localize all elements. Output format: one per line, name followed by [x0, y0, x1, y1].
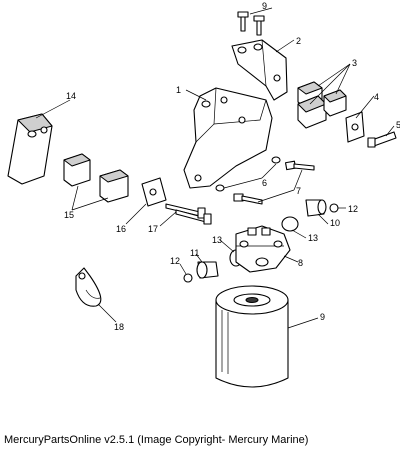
callout-12-lower: 12	[170, 256, 180, 266]
callout-5: 5	[396, 120, 400, 130]
part-8-filter-head[interactable]	[235, 225, 291, 273]
part-2-upper-bracket[interactable]	[231, 39, 288, 101]
callout-9: 9	[320, 312, 325, 322]
callout-13-upper: 13	[308, 233, 318, 243]
part-12-o-rings[interactable]	[183, 203, 339, 283]
callout-1: 1	[176, 85, 181, 95]
callout-2: 2	[296, 36, 301, 46]
part-17-bolts[interactable]	[165, 203, 212, 225]
part-5-bolt[interactable]	[367, 131, 397, 148]
part-18-clamp[interactable]	[75, 267, 102, 307]
part-4-plate[interactable]	[345, 111, 365, 143]
part-1-main-bracket[interactable]	[183, 87, 273, 189]
part-15-isolator-blocks[interactable]	[63, 153, 129, 203]
callout-6: 6	[262, 178, 267, 188]
callout-10: 9	[262, 1, 267, 11]
callout-18: 18	[114, 322, 124, 332]
callout-numbers: 9 2 3 4 5 1 6 7 12 10 13 13 8 11 12 9 14…	[64, 1, 400, 332]
copyright-footer: MercuryPartsOnline v2.5.1 (Image Copyrig…	[4, 434, 309, 446]
callout-17: 17	[148, 224, 158, 234]
callout-12-upper: 12	[348, 204, 358, 214]
part-9-filter-canister[interactable]	[215, 285, 289, 388]
callout-16: 16	[116, 224, 126, 234]
callout-7: 7	[296, 186, 301, 196]
callout-11-upper: 10	[330, 218, 340, 228]
callout-8: 8	[298, 258, 303, 268]
callout-3: 3	[352, 58, 357, 68]
callout-4: 4	[374, 92, 379, 102]
callout-13-lower: 13	[212, 235, 222, 245]
callout-14: 14	[66, 91, 76, 101]
part-16-plate[interactable]	[141, 177, 167, 207]
part-3-isolator-blocks[interactable]	[297, 81, 347, 129]
part-14-side-bracket[interactable]	[7, 113, 53, 185]
part-10-bolts[interactable]	[237, 11, 265, 36]
part-7-bolts[interactable]	[233, 160, 315, 205]
callout-15: 15	[64, 210, 74, 220]
callout-11-lower: 11	[190, 248, 199, 258]
leader-lines	[35, 7, 395, 329]
part-11-fittings[interactable]	[196, 199, 327, 279]
